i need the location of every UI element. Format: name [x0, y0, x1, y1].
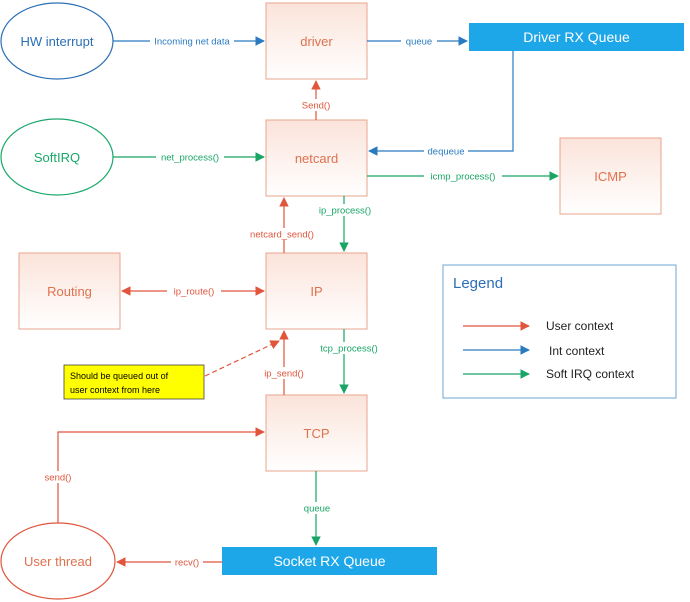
legend-label-user: User context — [546, 319, 614, 333]
routing-label: Routing — [47, 284, 92, 299]
legend-item-int-context: Int context — [463, 344, 605, 358]
user-thread-label: User thread — [24, 554, 92, 569]
icmp-box: ICMP — [559, 137, 662, 215]
net-process-label: net_process() — [161, 153, 219, 164]
send-label: send() — [45, 473, 72, 484]
queue-top-label: queue — [406, 37, 432, 48]
legend-item-softirq-context: Soft IRQ context — [463, 367, 635, 381]
note-pointer — [204, 340, 280, 377]
icmp-process-label: icmp_process() — [431, 172, 496, 183]
legend-item-user-context: User context — [463, 319, 614, 333]
netcard-label: netcard — [295, 151, 338, 166]
edge-tcp-process: tcp_process() — [315, 329, 383, 394]
legend-title: Legend — [453, 275, 503, 292]
user-thread-node: User thread — [0, 522, 116, 600]
edge-dequeue: dequeue — [368, 51, 514, 158]
note-line-1: Should be queued out of — [70, 371, 169, 381]
ip-box: IP — [265, 252, 368, 330]
edge-send: send() — [41, 427, 265, 523]
driver-rx-queue-label: Driver RX Queue — [523, 29, 630, 45]
tcp-box: TCP — [265, 394, 368, 472]
edge-ip-route: ip_route() — [121, 285, 265, 298]
tcp-process-label: tcp_process() — [320, 344, 378, 355]
driver-rx-queue: Driver RX Queue — [469, 23, 684, 51]
incoming-net-data-label: Incoming net data — [154, 37, 230, 48]
edge-recv: recv() — [116, 556, 222, 569]
queue-bottom-label: queue — [304, 504, 330, 515]
legend-label-int: Int context — [549, 344, 605, 358]
edge-send-cap: Send() — [297, 80, 335, 120]
softirq-node: SoftIRQ — [0, 118, 114, 196]
note-callout: Should be queued out of user context fro… — [63, 364, 205, 400]
edge-net-process: net_process() — [113, 151, 265, 164]
recv-label: recv() — [175, 558, 199, 569]
dequeue-label: dequeue — [428, 147, 465, 158]
edge-ip-send: ip_send() — [259, 330, 309, 395]
legend: Legend User context Int context Soft IRQ… — [442, 264, 677, 399]
hw-interrupt-label: HW interrupt — [21, 34, 94, 49]
driver-box: driver — [265, 2, 368, 80]
netcard-send-label: netcard_send() — [250, 230, 314, 241]
ip-route-label: ip_route() — [174, 287, 215, 298]
socket-rx-queue: Socket RX Queue — [222, 547, 437, 575]
ip-label: IP — [310, 284, 322, 299]
ip-send-label: ip_send() — [264, 369, 304, 380]
tcp-label: TCP — [304, 426, 330, 441]
note-line-2: user context from here — [70, 385, 160, 395]
ip-process-label: ip_process() — [319, 206, 371, 217]
edge-incoming-net-data: Incoming net data — [113, 35, 265, 48]
edge-ip-process: ip_process() — [315, 196, 375, 252]
legend-label-softirq: Soft IRQ context — [546, 367, 635, 381]
hw-interrupt-node: HW interrupt — [0, 2, 114, 80]
socket-rx-queue-label: Socket RX Queue — [273, 553, 385, 569]
edge-queue-bottom: queue — [299, 471, 335, 546]
send-cap-label: Send() — [302, 101, 331, 112]
edge-icmp-process: icmp_process() — [367, 170, 559, 183]
edge-queue-top: queue — [367, 35, 468, 48]
routing-box: Routing — [18, 252, 121, 330]
icmp-label: ICMP — [594, 169, 627, 184]
netcard-box: netcard — [265, 119, 368, 197]
softirq-label: SoftIRQ — [34, 150, 80, 165]
edge-netcard-send: netcard_send() — [245, 197, 319, 253]
driver-label: driver — [300, 34, 333, 49]
